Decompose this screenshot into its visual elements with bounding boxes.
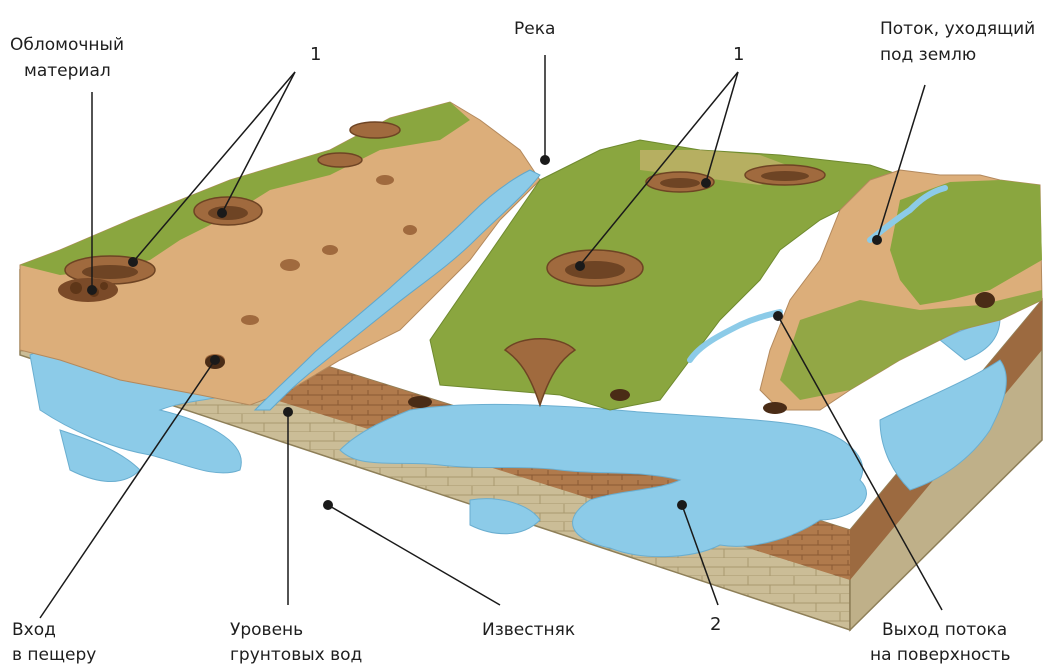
underground-stream-label-line1: Поток, уходящий <box>880 19 1035 39</box>
sinkhole <box>547 250 643 286</box>
debris-label-line2: материал <box>24 61 111 81</box>
debris-label-line1: Обломочный <box>10 35 124 55</box>
sinkhole <box>350 122 400 138</box>
stream-outlet-label-line1: Выход потока <box>882 620 1007 640</box>
cave-water-label: 2 <box>710 614 721 635</box>
groundwater-label-line2: грунтовых вод <box>230 645 362 665</box>
stream-outlet-label-line2: на поверхность <box>870 645 1011 665</box>
underground-stream-label-line2: под землю <box>880 45 976 65</box>
limestone-label: Известняк <box>482 620 575 640</box>
river-label: Река <box>514 19 555 39</box>
cave-entrance-label-line1: Вход <box>12 620 56 640</box>
sinkhole <box>318 153 362 167</box>
sinkhole-label-left: 1 <box>310 44 321 65</box>
sinkhole-label-right: 1 <box>733 44 744 65</box>
sinkhole <box>745 165 825 185</box>
cave-entrance-label-line2: в пещеру <box>12 645 96 665</box>
groundwater-label-line1: Уровень <box>230 620 303 640</box>
